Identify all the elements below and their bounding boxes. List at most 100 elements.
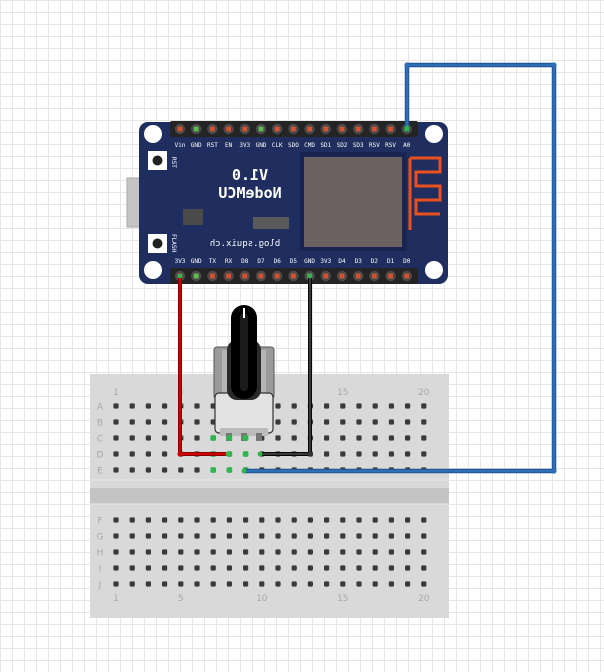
breadboard-hole[interactable]	[178, 581, 184, 587]
breadboard-hole[interactable]	[372, 403, 378, 409]
breadboard-hole[interactable]	[162, 581, 168, 587]
breadboard-hole[interactable]	[340, 435, 346, 441]
breadboard-hole[interactable]	[145, 533, 151, 539]
breadboard-hole[interactable]	[324, 451, 330, 457]
breadboard-hole[interactable]	[421, 565, 427, 571]
breadboard-hole[interactable]	[259, 565, 265, 571]
breadboard-hole[interactable]	[145, 549, 151, 555]
breadboard-hole[interactable]	[340, 533, 346, 539]
breadboard-hole[interactable]	[162, 435, 168, 441]
breadboard-hole[interactable]	[388, 533, 394, 539]
breadboard-hole[interactable]	[275, 517, 281, 523]
breadboard-hole[interactable]	[324, 419, 330, 425]
breadboard-hole[interactable]	[113, 565, 119, 571]
breadboard-hole[interactable]	[275, 403, 281, 409]
breadboard-hole[interactable]	[113, 517, 119, 523]
breadboard-hole[interactable]	[145, 403, 151, 409]
breadboard-hole[interactable]	[372, 435, 378, 441]
breadboard-hole[interactable]	[129, 565, 135, 571]
breadboard-hole[interactable]	[291, 581, 297, 587]
breadboard-hole[interactable]	[421, 581, 427, 587]
breadboard-hole[interactable]	[421, 403, 427, 409]
breadboard-hole[interactable]	[405, 533, 411, 539]
breadboard-hole[interactable]	[388, 419, 394, 425]
breadboard-hole[interactable]	[226, 533, 232, 539]
breadboard-hole[interactable]	[210, 565, 216, 571]
breadboard-hole[interactable]	[259, 533, 265, 539]
breadboard-hole[interactable]	[129, 403, 135, 409]
breadboard-hole[interactable]	[275, 565, 281, 571]
breadboard-hole[interactable]	[405, 435, 411, 441]
breadboard-hole[interactable]	[291, 549, 297, 555]
breadboard-hole[interactable]	[113, 549, 119, 555]
breadboard-hole[interactable]	[421, 549, 427, 555]
breadboard-hole[interactable]	[356, 533, 362, 539]
breadboard-hole[interactable]	[291, 419, 297, 425]
breadboard-hole[interactable]	[356, 565, 362, 571]
breadboard-hole[interactable]	[275, 533, 281, 539]
breadboard-hole[interactable]	[178, 549, 184, 555]
breadboard-hole[interactable]	[162, 565, 168, 571]
breadboard-hole[interactable]	[324, 517, 330, 523]
breadboard-hole[interactable]	[162, 533, 168, 539]
breadboard-hole[interactable]	[421, 517, 427, 523]
breadboard-hole[interactable]	[421, 533, 427, 539]
breadboard-hole[interactable]	[129, 581, 135, 587]
breadboard-hole[interactable]	[210, 517, 216, 523]
breadboard-hole[interactable]	[307, 517, 313, 523]
breadboard-hole[interactable]	[340, 549, 346, 555]
breadboard-hole[interactable]	[291, 565, 297, 571]
breadboard-hole[interactable]	[113, 435, 119, 441]
breadboard-hole[interactable]	[324, 403, 330, 409]
breadboard-hole[interactable]	[291, 533, 297, 539]
breadboard-hole[interactable]	[388, 549, 394, 555]
breadboard-hole[interactable]	[145, 581, 151, 587]
breadboard-hole[interactable]	[243, 533, 249, 539]
breadboard-hole[interactable]	[388, 435, 394, 441]
breadboard-hole[interactable]	[194, 581, 200, 587]
potentiometer[interactable]	[213, 305, 275, 441]
breadboard-hole[interactable]	[324, 549, 330, 555]
breadboard-hole[interactable]	[178, 533, 184, 539]
breadboard-hole[interactable]	[194, 403, 200, 409]
breadboard-hole[interactable]	[388, 581, 394, 587]
breadboard-hole[interactable]	[145, 467, 151, 473]
breadboard-hole[interactable]	[162, 403, 168, 409]
breadboard-hole[interactable]	[226, 549, 232, 555]
breadboard-hole[interactable]	[275, 549, 281, 555]
breadboard-hole[interactable]	[259, 581, 265, 587]
breadboard-hole[interactable]	[162, 419, 168, 425]
breadboard-hole[interactable]	[243, 549, 249, 555]
breadboard-hole[interactable]	[356, 517, 362, 523]
breadboard-hole[interactable]	[324, 435, 330, 441]
breadboard-hole[interactable]	[129, 533, 135, 539]
breadboard-hole[interactable]	[145, 565, 151, 571]
breadboard-hole[interactable]	[162, 467, 168, 473]
breadboard-hole[interactable]	[405, 517, 411, 523]
breadboard-hole[interactable]	[405, 565, 411, 571]
breadboard-hole[interactable]	[145, 517, 151, 523]
breadboard-hole[interactable]	[291, 517, 297, 523]
breadboard-hole[interactable]	[129, 451, 135, 457]
breadboard-hole[interactable]	[113, 403, 119, 409]
breadboard-hole[interactable]	[226, 581, 232, 587]
breadboard-hole[interactable]	[113, 419, 119, 425]
breadboard-hole[interactable]	[356, 549, 362, 555]
breadboard-hole[interactable]	[194, 549, 200, 555]
breadboard-hole[interactable]	[405, 581, 411, 587]
breadboard-hole[interactable]	[194, 565, 200, 571]
breadboard-hole[interactable]	[129, 467, 135, 473]
breadboard-hole[interactable]	[307, 565, 313, 571]
breadboard-hole[interactable]	[405, 549, 411, 555]
breadboard-hole[interactable]	[405, 419, 411, 425]
breadboard-hole[interactable]	[405, 451, 411, 457]
breadboard-hole[interactable]	[194, 467, 200, 473]
breadboard-hole[interactable]	[194, 419, 200, 425]
breadboard-hole[interactable]	[307, 549, 313, 555]
breadboard-hole[interactable]	[356, 581, 362, 587]
breadboard-hole[interactable]	[421, 435, 427, 441]
breadboard-hole[interactable]	[340, 451, 346, 457]
breadboard-hole[interactable]	[324, 565, 330, 571]
breadboard-hole[interactable]	[324, 533, 330, 539]
breadboard-hole[interactable]	[356, 419, 362, 425]
